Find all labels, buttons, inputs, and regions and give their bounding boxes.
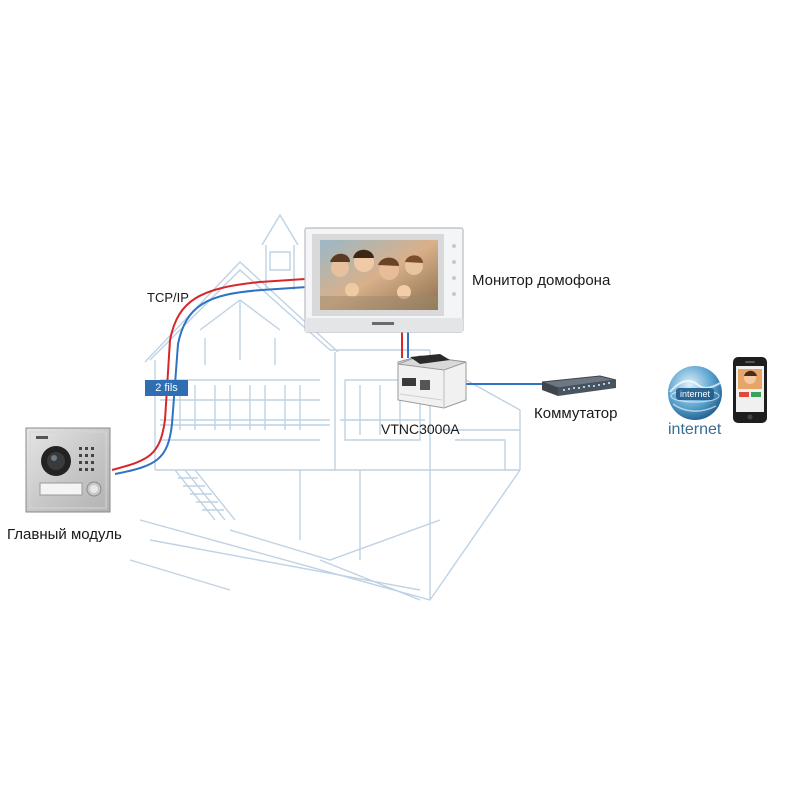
monitor-icon [304, 227, 464, 333]
controller-box-icon [397, 354, 467, 409]
switch-icon [541, 375, 617, 396]
controller-label: VTNC3000A [381, 421, 460, 437]
two-wire-badge: 2 fils [145, 380, 188, 396]
door-station-icon [25, 427, 111, 513]
monitor-label: Монитор домофона [472, 272, 611, 289]
globe-icon: internet [668, 366, 722, 420]
smartphone-icon [733, 357, 767, 423]
globe-text: internet [680, 389, 711, 399]
internet-label: internet [668, 421, 722, 438]
main-module-label: Главный модуль [7, 526, 122, 543]
switch-label: Коммутатор [534, 405, 618, 422]
tcp-ip-cable [111, 278, 308, 475]
monitor-controller-cable [401, 330, 409, 358]
tcp-ip-label: TCP/IP [147, 290, 189, 305]
